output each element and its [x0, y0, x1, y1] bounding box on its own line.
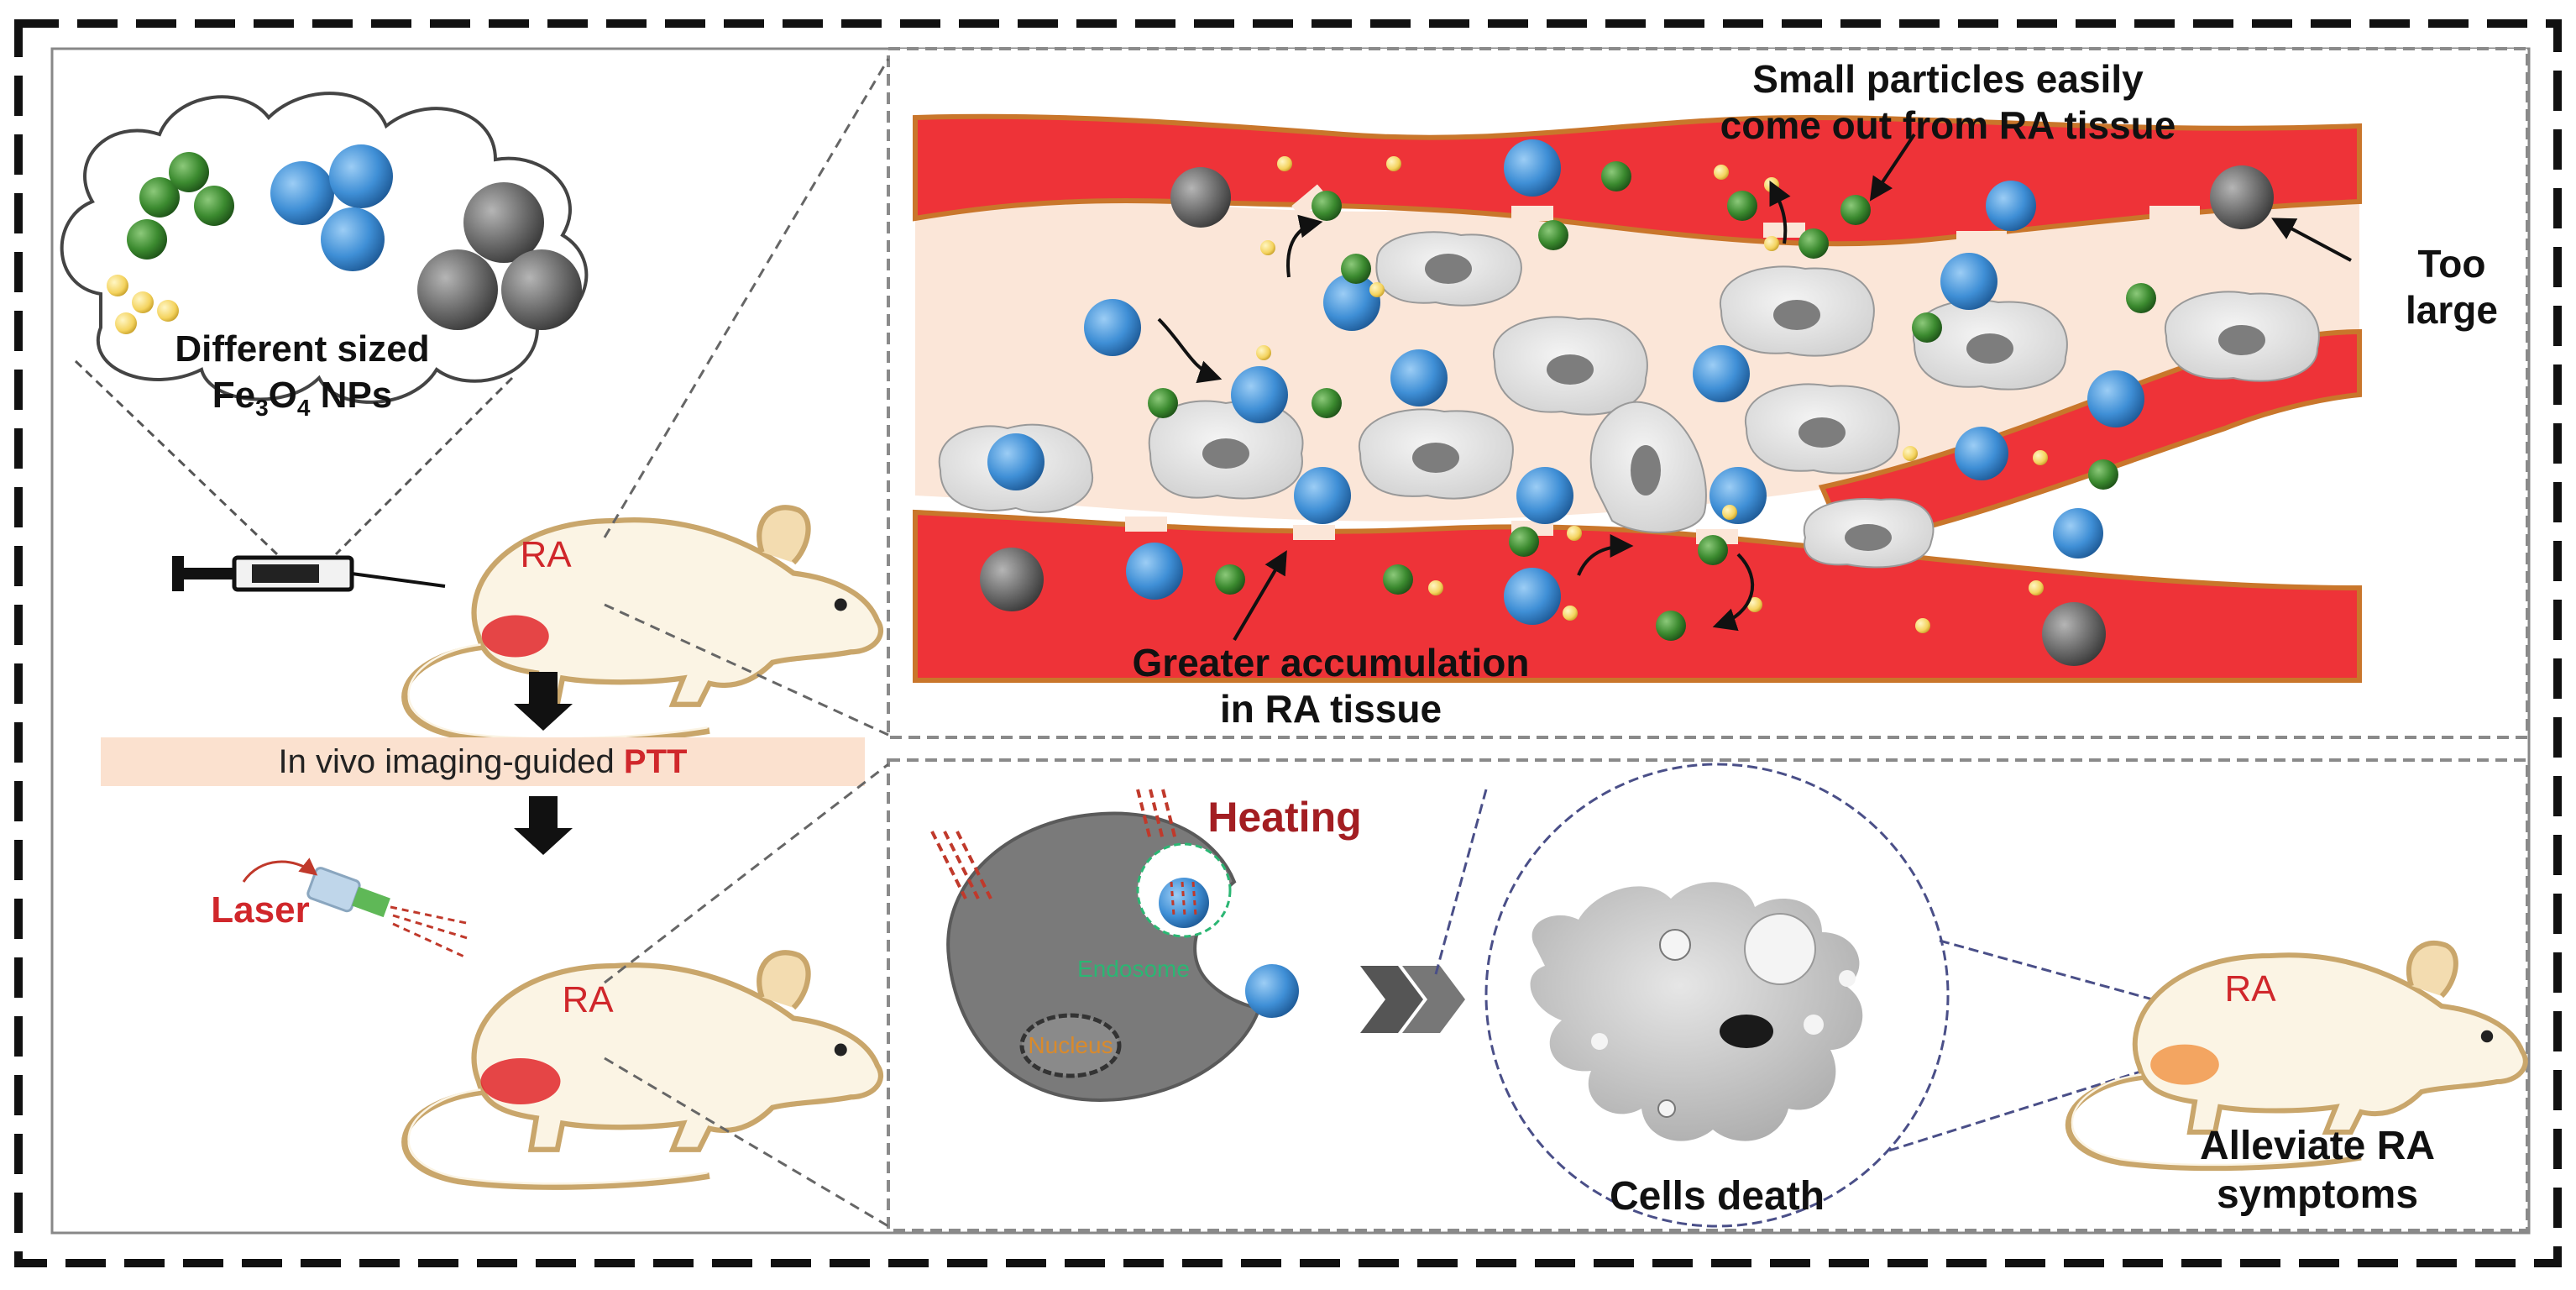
greater-accum-line1: Greater accumulation: [1133, 641, 1530, 684]
right-vessel: [1818, 328, 2362, 549]
too-large-line2: large: [2406, 288, 2498, 332]
zoom-line-mouse-top: [603, 58, 890, 538]
nucleus-label: Nucleus: [1028, 1032, 1113, 1058]
nps-label-line2: Fe3O4 NPs: [212, 375, 393, 421]
mouse-right-icon: [2068, 943, 2525, 1168]
tissue-cells: [938, 231, 2320, 569]
syringe-icon: [172, 555, 446, 592]
heat-lines-icon: [930, 789, 1177, 899]
tissue-cell: [1492, 316, 1648, 416]
cells-death-label: Cells death: [1610, 1174, 1825, 1219]
too-large-line1: Too: [2418, 242, 2486, 286]
down-arrow-2-icon: [514, 796, 573, 855]
zoom-line-ptt-bottom: [604, 1057, 889, 1228]
mouse-top-icon: [405, 507, 881, 742]
ra-label-top: RA: [520, 534, 572, 575]
nps-label-line1: Different sized: [175, 328, 429, 370]
alleviate-line1: Alleviate RA: [2200, 1124, 2435, 1168]
laser-label: Laser: [211, 889, 309, 931]
tissue-cell: [1719, 265, 1875, 357]
tissue-cell: [1912, 299, 2068, 391]
endosome: [1136, 842, 1232, 938]
mouse-bottom-icon: [405, 952, 881, 1187]
ra-label-right: RA: [2224, 968, 2276, 1009]
zoom-line-cloud-left: [74, 359, 279, 556]
greater-accum-pointer: [1233, 550, 1287, 642]
nucleus: [1019, 1013, 1122, 1078]
free-nanoparticle: [1245, 964, 1299, 1018]
ra-label-bottom: RA: [562, 979, 614, 1020]
macrophage-cell: [946, 811, 1262, 1103]
tissue-cell: [1375, 231, 1522, 307]
laser-device-icon: [242, 857, 471, 959]
tissue-cell: [1744, 383, 1900, 475]
nanoparticle-cloud: [60, 92, 589, 404]
zoom-line-ptt-top: [604, 763, 889, 984]
dead-cell-zoom: [1484, 763, 1950, 1228]
heating-label: Heating: [1207, 794, 1361, 841]
small-particles-line2: come out from RA tissue: [1720, 103, 2176, 147]
endosome-label: Endosome: [1077, 956, 1190, 982]
vessel-arrows: [1157, 133, 2352, 632]
small-particles-line1: Small particles easily: [1752, 57, 2144, 101]
outer-dashed-frame: [14, 19, 2562, 1267]
tissue-cell: [1589, 401, 1707, 533]
alleviate-line2: symptoms: [2217, 1172, 2418, 1217]
zoom-line-cloud-right: [334, 376, 514, 556]
vessel-nanoparticles: [980, 139, 2274, 666]
down-arrow-1-icon: [514, 672, 573, 731]
ptt-text: In vivo imaging-guided PTT: [279, 743, 688, 780]
tissue-cell: [1148, 400, 1304, 500]
double-chevron-icon: [1360, 966, 1465, 1033]
greater-accum-line2: in RA tissue: [1220, 687, 1442, 731]
tissue-cell: [1803, 498, 1935, 569]
zoom-line-dead-right-top: [1939, 939, 2184, 1009]
tissue-cell: [2164, 291, 2320, 382]
zoom-line-dead-right-bottom: [1888, 1057, 2184, 1152]
zoom-line-dead-top: [1434, 789, 1488, 975]
zoom-line-mouse-bottom: [604, 603, 889, 737]
tissue-cell: [1358, 408, 1514, 500]
ptt-band: [101, 737, 865, 786]
